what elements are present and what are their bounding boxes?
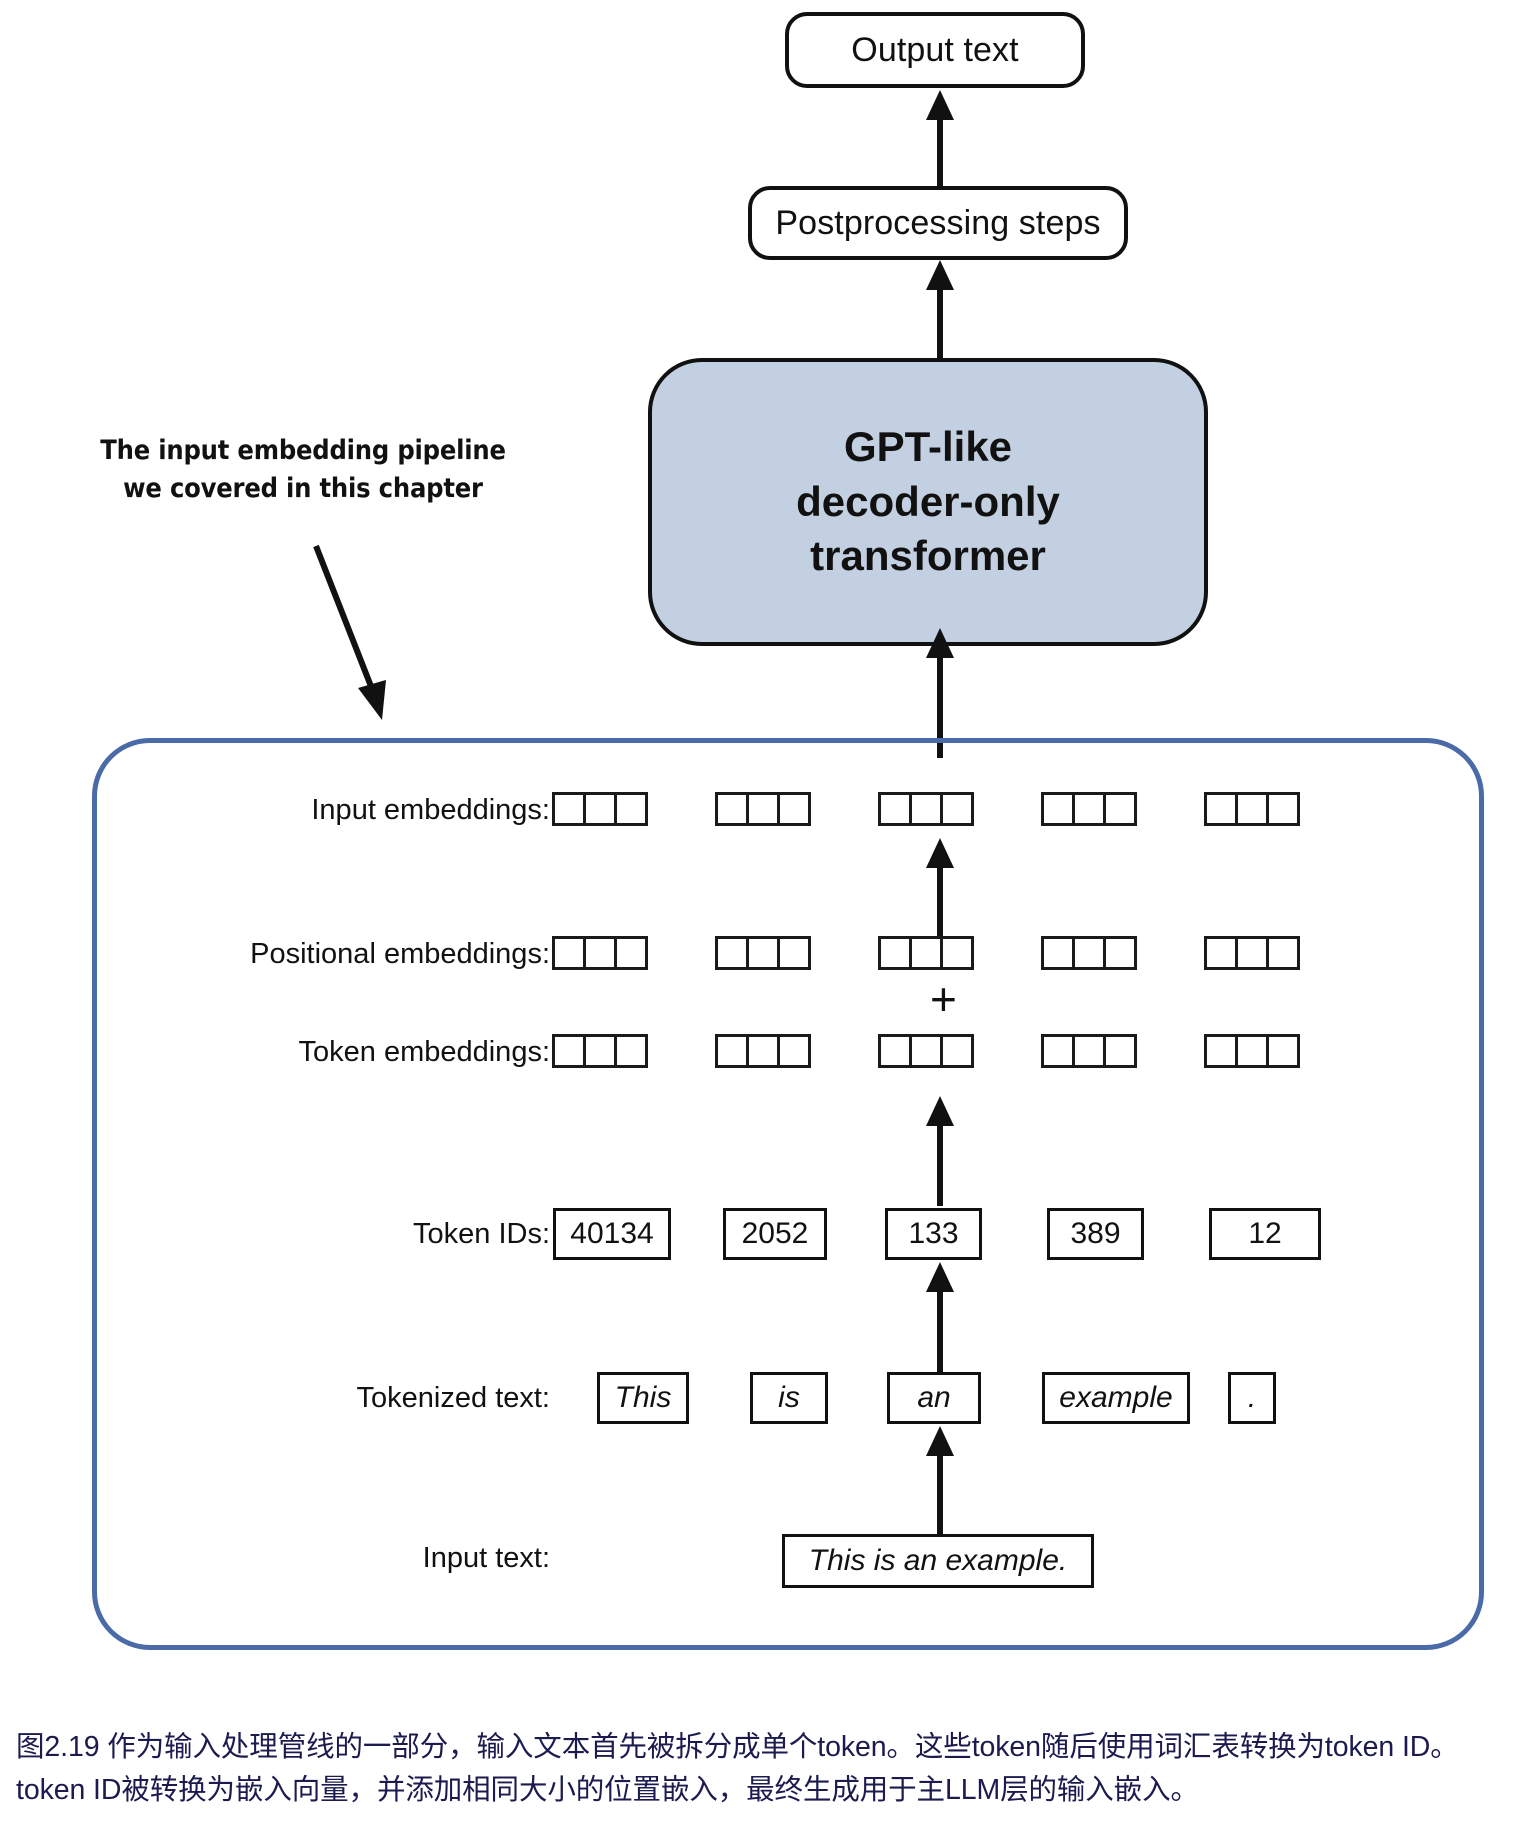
row-label-input-embeddings: Input embeddings: [311, 794, 550, 826]
row-label-token-ids: Token IDs: [413, 1218, 550, 1250]
row-label-tokenized-text: Tokenized text: [356, 1382, 550, 1414]
token-id-box-5: 12 [1209, 1208, 1321, 1260]
gpt-decoder-transformer-block: GPT-like decoder-only transformer [648, 358, 1208, 646]
positional-embeddings-group-2 [715, 936, 811, 970]
arrow-model-to-postprocessing [920, 260, 960, 358]
token-id-box-4: 389 [1047, 1208, 1144, 1260]
token-embeddings-group-3 [878, 1034, 974, 1068]
input-embeddings-group-5 [1204, 792, 1300, 826]
embedding-cell [909, 792, 943, 826]
output-text-box: Output text [785, 12, 1085, 88]
output-text-label: Output text [851, 30, 1019, 69]
input-embeddings-group-4 [1041, 792, 1137, 826]
embedding-cell [552, 792, 586, 826]
embedding-cell [583, 792, 617, 826]
input-embeddings-group-3 [878, 792, 974, 826]
token-id-box-3: 133 [885, 1208, 982, 1260]
model-line-3: transformer [810, 532, 1046, 580]
embedding-cell [1235, 936, 1269, 970]
model-line-2: decoder-only [796, 477, 1060, 525]
input-embeddings-group-1 [552, 792, 648, 826]
arrow-token-ids-to-token-embeddings [920, 1096, 960, 1206]
embedding-cell [583, 1034, 617, 1068]
embedding-cell [1103, 936, 1137, 970]
embedding-cell [1041, 936, 1075, 970]
positional-embeddings-group-4 [1041, 936, 1137, 970]
row-label-token-embeddings: Token embeddings: [298, 1036, 551, 1068]
token-box-1: This [597, 1372, 689, 1424]
row-label-positional-embeddings: Positional embeddings: [250, 938, 550, 970]
embedding-cell [552, 1034, 586, 1068]
embedding-cell [1103, 1034, 1137, 1068]
embedding-cell [1235, 1034, 1269, 1068]
embedding-cell [878, 792, 912, 826]
postprocessing-steps-box: Postprocessing steps [748, 186, 1128, 260]
embedding-cell [878, 1034, 912, 1068]
token-box-2: is [750, 1372, 828, 1424]
embedding-cell [777, 792, 811, 826]
input-embeddings-group-2 [715, 792, 811, 826]
embedding-cell [940, 1034, 974, 1068]
embedding-cell [1266, 1034, 1300, 1068]
embedding-cell [746, 792, 780, 826]
embedding-cell [1103, 792, 1137, 826]
embedding-cell [715, 792, 749, 826]
arrow-tokenized-to-token-ids [920, 1262, 960, 1374]
embedding-cell [1072, 792, 1106, 826]
embedding-cell [614, 1034, 648, 1068]
token-id-box-2: 2052 [723, 1208, 827, 1260]
embedding-cell [777, 1034, 811, 1068]
token-box-4: example [1042, 1372, 1190, 1424]
token-box-3: an [887, 1372, 981, 1424]
arrow-input-text-to-tokenized [920, 1426, 960, 1540]
token-embeddings-group-4 [1041, 1034, 1137, 1068]
positional-embeddings-group-1 [552, 936, 648, 970]
token-embeddings-group-5 [1204, 1034, 1300, 1068]
embedding-cell [909, 936, 943, 970]
annotation-line-1: The input embedding pipeline [100, 435, 506, 466]
input-text-box: This is an example. [782, 1534, 1094, 1588]
embedding-cell [940, 936, 974, 970]
embedding-cell [552, 936, 586, 970]
embedding-cell [614, 792, 648, 826]
input-embedding-pipeline-container [92, 738, 1484, 1650]
embedding-cell [614, 936, 648, 970]
embedding-cell [909, 1034, 943, 1068]
row-label-input-text: Input text: [422, 1542, 550, 1574]
embedding-cell [1204, 936, 1238, 970]
embedding-cell [1041, 1034, 1075, 1068]
figure-caption: 图2.19 作为输入处理管线的一部分，输入文本首先被拆分成单个token。这些t… [16, 1731, 1459, 1807]
embedding-cell [1266, 936, 1300, 970]
positional-embeddings-group-5 [1204, 936, 1300, 970]
model-line-1: GPT-like [843, 423, 1013, 471]
postprocessing-steps-label: Postprocessing steps [775, 203, 1101, 242]
arrow-postprocessing-to-output [920, 90, 960, 186]
token-id-box-1: 40134 [553, 1208, 671, 1260]
embedding-cell [878, 936, 912, 970]
embedding-cell [1072, 936, 1106, 970]
annotation-pointer-arrow [290, 538, 420, 728]
annotation-callout: The input embedding pipeline we covered … [88, 432, 518, 509]
annotation-line-2: we covered in this chapter [123, 473, 483, 505]
embedding-cell [1204, 792, 1238, 826]
embedding-cell [715, 1034, 749, 1068]
embedding-cell [746, 1034, 780, 1068]
token-embeddings-group-2 [715, 1034, 811, 1068]
embedding-cell [583, 936, 617, 970]
embedding-cell [1266, 792, 1300, 826]
token-box-5: . [1228, 1372, 1276, 1424]
embedding-cell [1072, 1034, 1106, 1068]
arrow-sum-to-input-embeddings [920, 838, 960, 938]
embedding-cell [1235, 792, 1269, 826]
embedding-cell [715, 936, 749, 970]
embedding-cell [940, 792, 974, 826]
sum-operator: + [930, 973, 957, 1025]
embedding-cell [777, 936, 811, 970]
positional-embeddings-group-3 [878, 936, 974, 970]
embedding-cell [746, 936, 780, 970]
embedding-cell [1204, 1034, 1238, 1068]
token-embeddings-group-1 [552, 1034, 648, 1068]
embedding-cell [1041, 792, 1075, 826]
